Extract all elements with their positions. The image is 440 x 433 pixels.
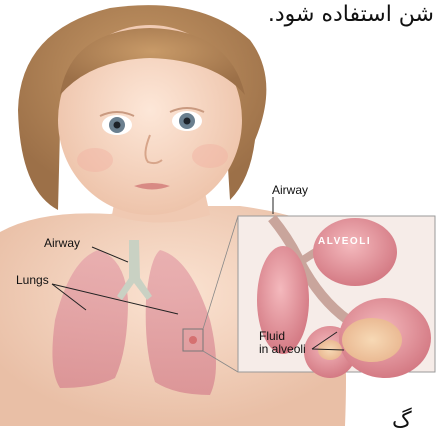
child-face [58, 25, 245, 215]
label-lungs: Lungs [16, 273, 49, 287]
label-airway-body: Airway [44, 236, 80, 250]
caption-fragment: گ [392, 408, 412, 433]
label-fluid-line1: Fluid [259, 329, 285, 343]
label-fluid-line2: in alveoli [259, 342, 306, 356]
caption-text: شن استفاده شود. [268, 2, 434, 27]
label-airway-top: Airway [272, 183, 308, 197]
label-fluid: Fluid in alveoli [259, 330, 306, 356]
label-alveoli: ALVEOLI [318, 236, 371, 247]
